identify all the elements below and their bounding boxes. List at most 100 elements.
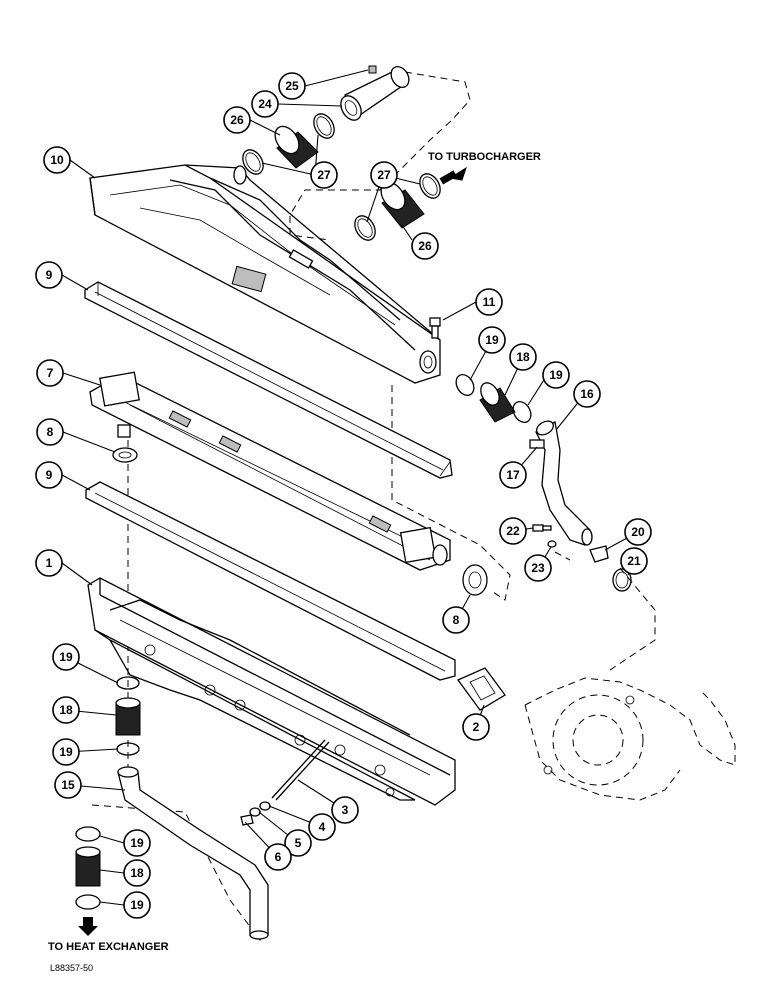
clamp-27-left (242, 149, 264, 175)
arrow-to-heat-exchanger (78, 917, 98, 936)
callout-27: 27 (310, 161, 338, 189)
fitting-17 (529, 439, 545, 449)
svg-text:19: 19 (59, 650, 73, 664)
turbo-pipe-group (242, 65, 467, 241)
gasket-9-upper (84, 281, 453, 479)
screw-11 (429, 317, 441, 339)
svg-text:4: 4 (319, 820, 326, 834)
pipe-24 (340, 66, 410, 121)
callout-19: 19 (52, 643, 80, 671)
gasket-2 (456, 667, 506, 711)
svg-text:16: 16 (580, 387, 594, 401)
clamp-27-lower (354, 215, 376, 241)
clamp-19-b (512, 401, 532, 423)
callout-6: 6 (264, 843, 292, 871)
cooler-cover-10 (89, 164, 441, 384)
callout-16: 16 (573, 380, 601, 408)
callout-18: 18 (52, 696, 80, 724)
svg-text:18: 18 (59, 703, 73, 717)
washer-5 (249, 807, 261, 817)
o-ring-21 (612, 568, 632, 592)
callout-2: 2 (462, 713, 490, 741)
svg-text:8: 8 (453, 613, 460, 627)
svg-text:23: 23 (531, 561, 545, 575)
cooler-housing-1 (87, 577, 456, 806)
svg-text:1: 1 (46, 556, 53, 570)
seal-8-upper (112, 424, 138, 463)
callout-23: 23 (524, 554, 552, 582)
sleeve-26-right (380, 181, 425, 229)
callouts: 25 24 26 27 10 27 26 9 11 7 19 18 19 16 … (35, 72, 652, 919)
clamp-19-e (75, 826, 101, 842)
callout-19: 19 (123, 891, 151, 919)
callout-17: 17 (499, 461, 527, 489)
screw-22 (532, 524, 552, 532)
callout-22: 22 (499, 517, 527, 545)
svg-text:19: 19 (130, 836, 144, 850)
bracket-20 (589, 545, 609, 563)
callout-3: 3 (331, 796, 359, 824)
callout-25: 25 (278, 72, 306, 100)
svg-text:2: 2 (473, 720, 480, 734)
svg-text:19: 19 (549, 368, 563, 382)
hose-18-a (479, 382, 516, 423)
svg-text:9: 9 (46, 268, 53, 282)
clamp-27-upper (313, 113, 335, 139)
svg-text:21: 21 (627, 554, 641, 568)
nut-6 (240, 814, 254, 826)
svg-text:11: 11 (483, 295, 496, 309)
right-hose-assembly (455, 374, 632, 592)
svg-text:27: 27 (317, 168, 331, 182)
callout-5: 5 (284, 829, 312, 857)
svg-text:26: 26 (418, 239, 432, 253)
svg-text:22: 22 (506, 524, 520, 538)
callout-19: 19 (478, 326, 506, 354)
svg-text:8: 8 (47, 425, 54, 439)
callout-24: 24 (251, 90, 279, 118)
callout-19: 19 (52, 738, 80, 766)
svg-text:18: 18 (516, 350, 530, 364)
tube-16 (535, 420, 593, 546)
svg-text:15: 15 (61, 778, 75, 792)
sleeve-26-upper (274, 125, 319, 169)
svg-text:17: 17 (506, 468, 520, 482)
arrow-to-turbocharger (439, 166, 467, 185)
svg-text:9: 9 (46, 468, 53, 482)
washer-4 (259, 801, 271, 811)
svg-text:10: 10 (50, 153, 64, 167)
callout-27: 27 (370, 161, 398, 189)
callout-21: 21 (620, 547, 648, 575)
svg-text:19: 19 (59, 745, 73, 759)
callout-9: 9 (35, 261, 63, 289)
callout-20: 20 (624, 518, 652, 546)
svg-text:6: 6 (275, 850, 282, 864)
cooler-core-7 (89, 371, 451, 571)
svg-text:25: 25 (285, 79, 299, 93)
callout-9: 9 (35, 461, 63, 489)
seal-8-lower (462, 564, 488, 596)
callout-11: 11 (475, 288, 503, 316)
svg-text:19: 19 (485, 333, 499, 347)
svg-text:19: 19 (130, 898, 144, 912)
callout-18: 18 (123, 859, 151, 887)
figure-reference: L88357-50 (50, 963, 93, 973)
callout-19: 19 (123, 829, 151, 857)
svg-text:27: 27 (377, 168, 391, 182)
callout-10: 10 (43, 146, 71, 174)
clamp-19-a (455, 374, 475, 396)
callout-26: 26 (223, 106, 251, 134)
svg-text:24: 24 (258, 97, 272, 111)
gasket-9-lower (85, 481, 456, 681)
clamp-19-f (75, 894, 101, 910)
svg-text:18: 18 (130, 866, 144, 880)
callout-8: 8 (36, 418, 64, 446)
svg-text:7: 7 (47, 366, 54, 380)
water-housing-outline (524, 677, 736, 801)
plug-25 (368, 65, 377, 74)
hose-18-b (115, 697, 141, 736)
svg-text:3: 3 (342, 803, 349, 817)
clamp-27-right (419, 173, 441, 199)
svg-text:5: 5 (295, 836, 302, 850)
callout-4: 4 (308, 813, 336, 841)
callout-1: 1 (35, 549, 63, 577)
